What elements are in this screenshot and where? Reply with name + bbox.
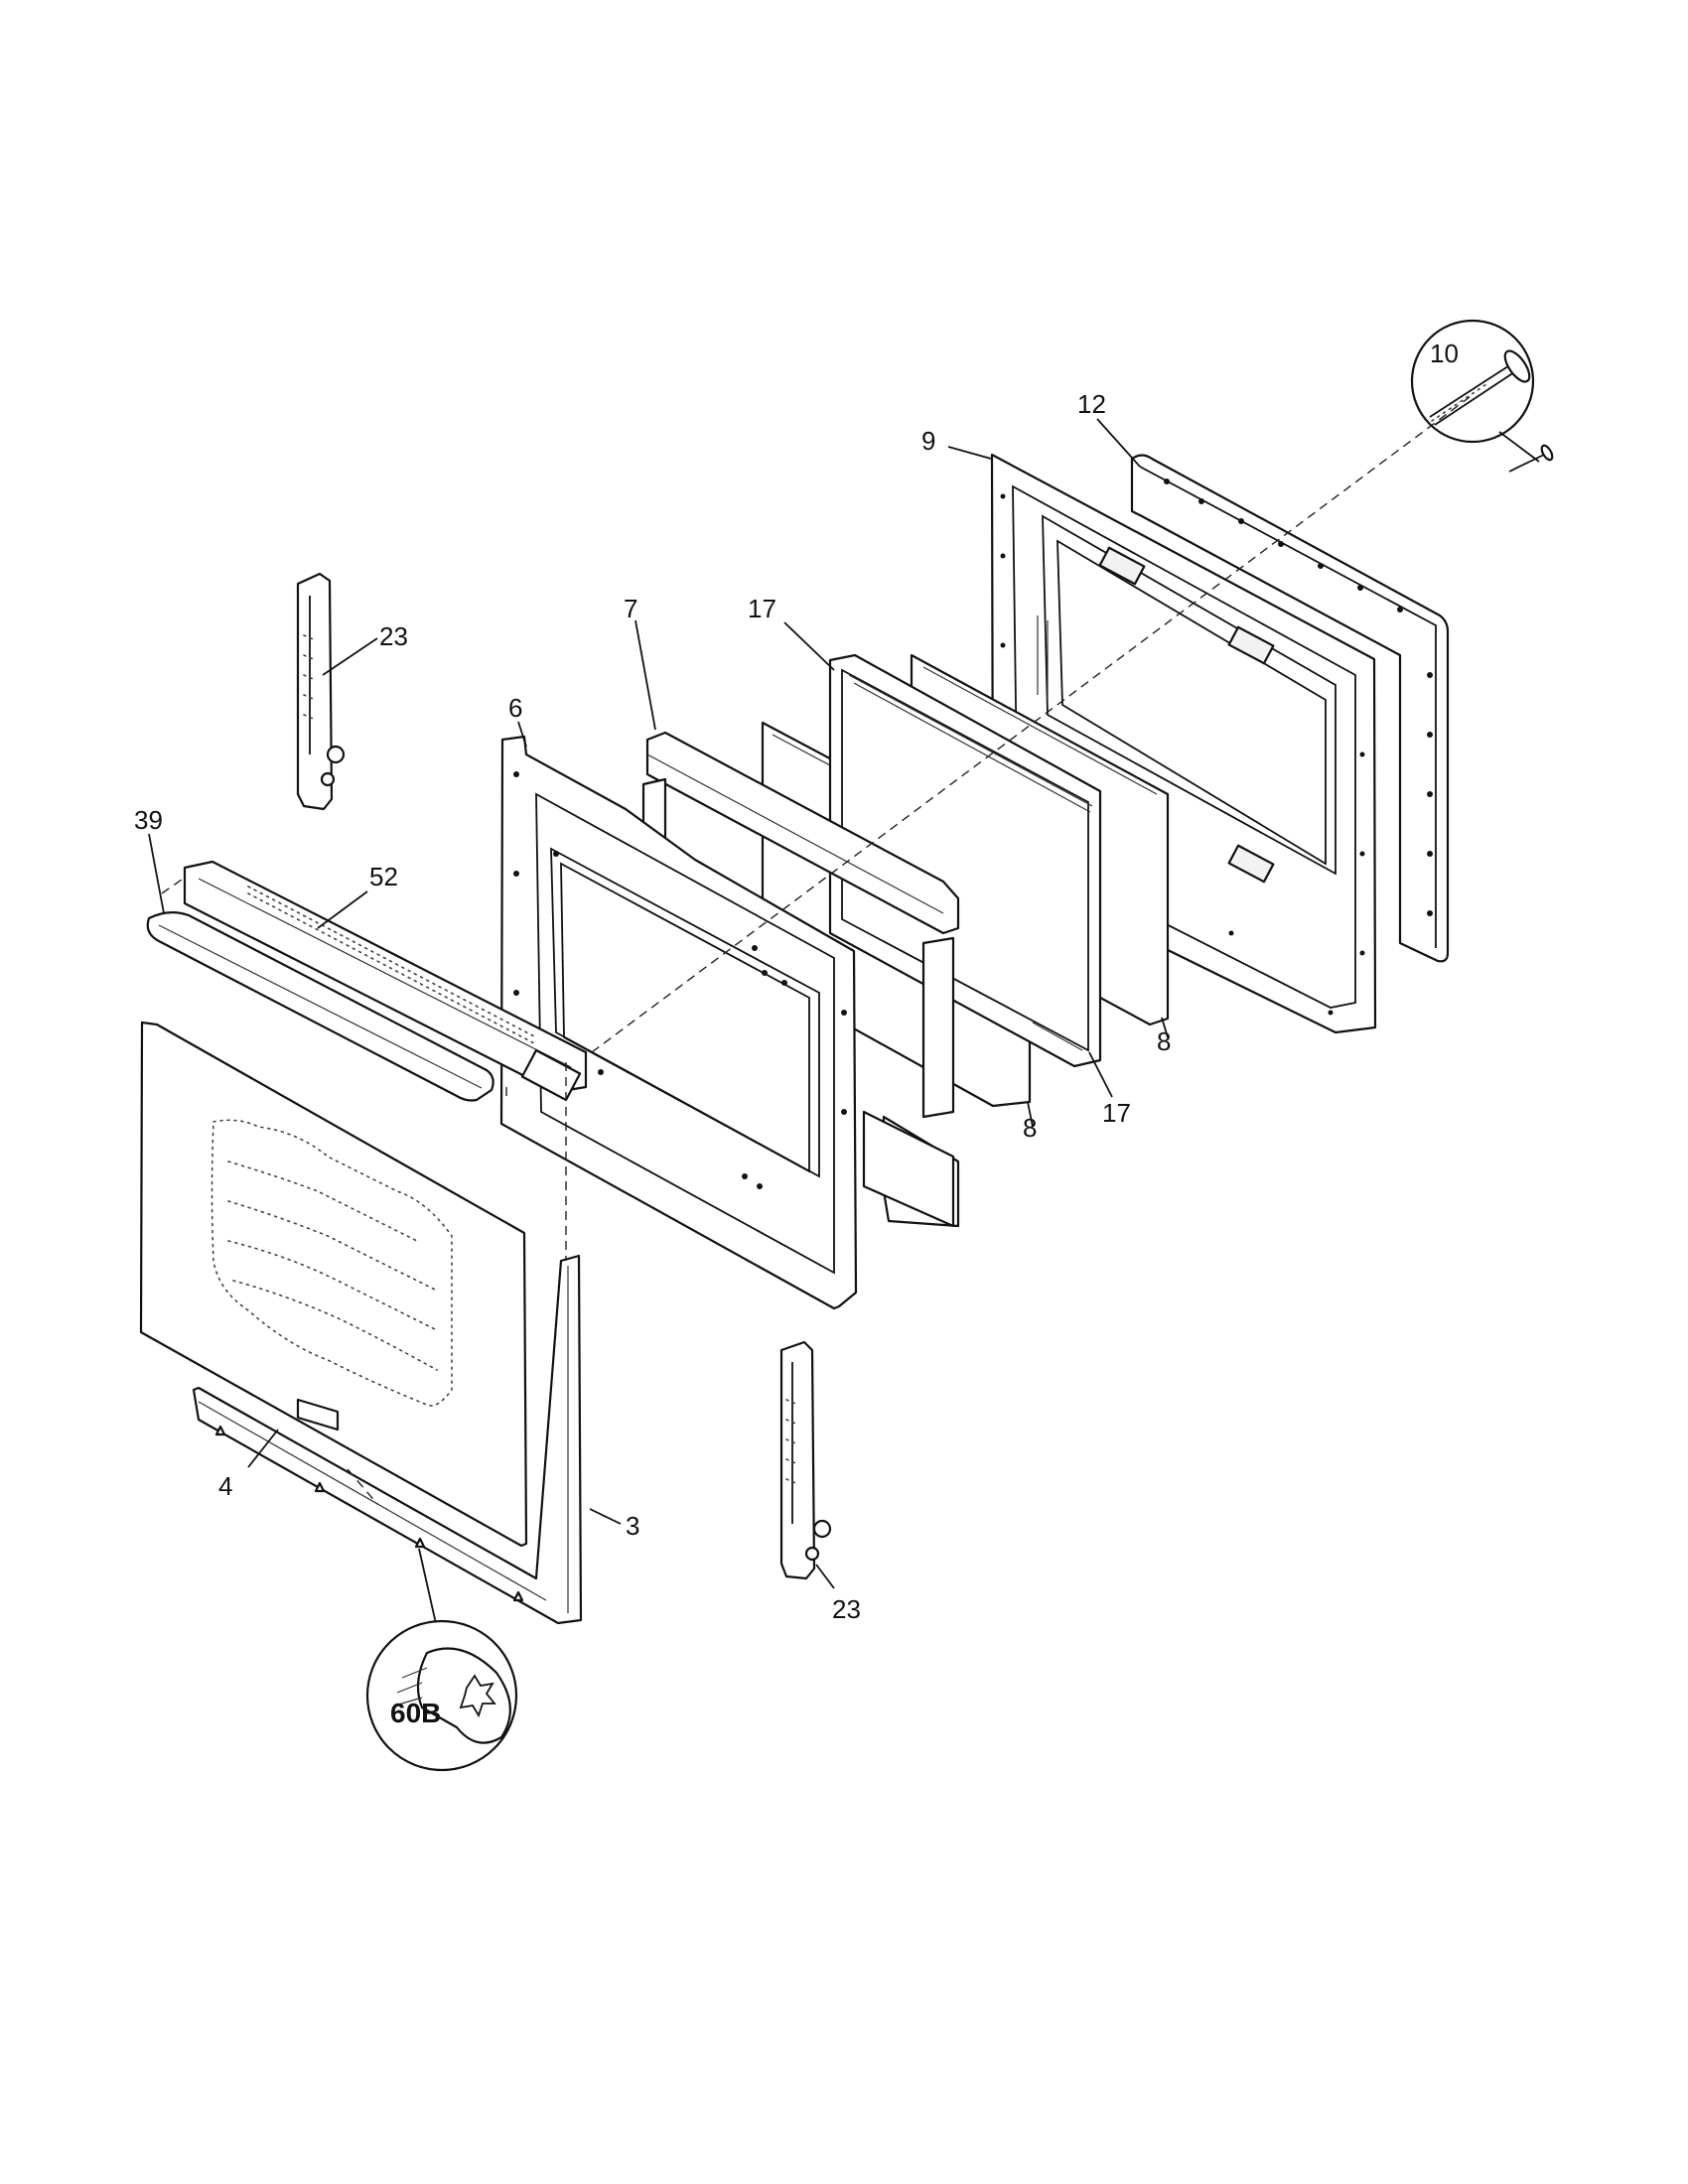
hinge-bottom bbox=[779, 1340, 832, 1580]
door-handle bbox=[146, 911, 494, 1102]
leader-lines bbox=[148, 418, 1169, 1589]
callout-8-right: 8 bbox=[1157, 1026, 1171, 1056]
hinge-top bbox=[296, 572, 346, 811]
callout-17-bottom: 17 bbox=[1102, 1098, 1131, 1128]
screw-detail-60b bbox=[365, 1548, 518, 1772]
callout-52: 52 bbox=[369, 862, 398, 891]
callout-12: 12 bbox=[1077, 389, 1106, 419]
callout-10: 10 bbox=[1430, 339, 1459, 368]
callout-23-top: 23 bbox=[379, 621, 408, 651]
callout-labels: 12 9 10 23 17 7 6 39 52 8 8 17 4 3 23 60… bbox=[134, 339, 1459, 1728]
callout-17-top: 17 bbox=[748, 594, 776, 623]
callout-39: 39 bbox=[134, 805, 163, 835]
callout-7: 7 bbox=[624, 594, 637, 623]
frame-screws bbox=[214, 1425, 524, 1602]
callout-6: 6 bbox=[508, 693, 522, 723]
callout-3: 3 bbox=[626, 1511, 639, 1541]
handle-trim bbox=[183, 860, 588, 1102]
screw-detail-10 bbox=[1410, 319, 1554, 473]
callout-8-mid: 8 bbox=[1023, 1113, 1037, 1143]
inner-door-liner bbox=[499, 735, 858, 1310]
outer-door-glass bbox=[139, 1021, 528, 1548]
callout-60b: 60B bbox=[390, 1698, 441, 1728]
callout-23-bottom: 23 bbox=[832, 1594, 861, 1624]
door-gasket bbox=[1130, 454, 1450, 963]
alignment-lines bbox=[161, 396, 1471, 1261]
glass-retainer-frame bbox=[828, 653, 1102, 1068]
callout-9: 9 bbox=[921, 426, 935, 456]
callout-4: 4 bbox=[218, 1471, 232, 1501]
